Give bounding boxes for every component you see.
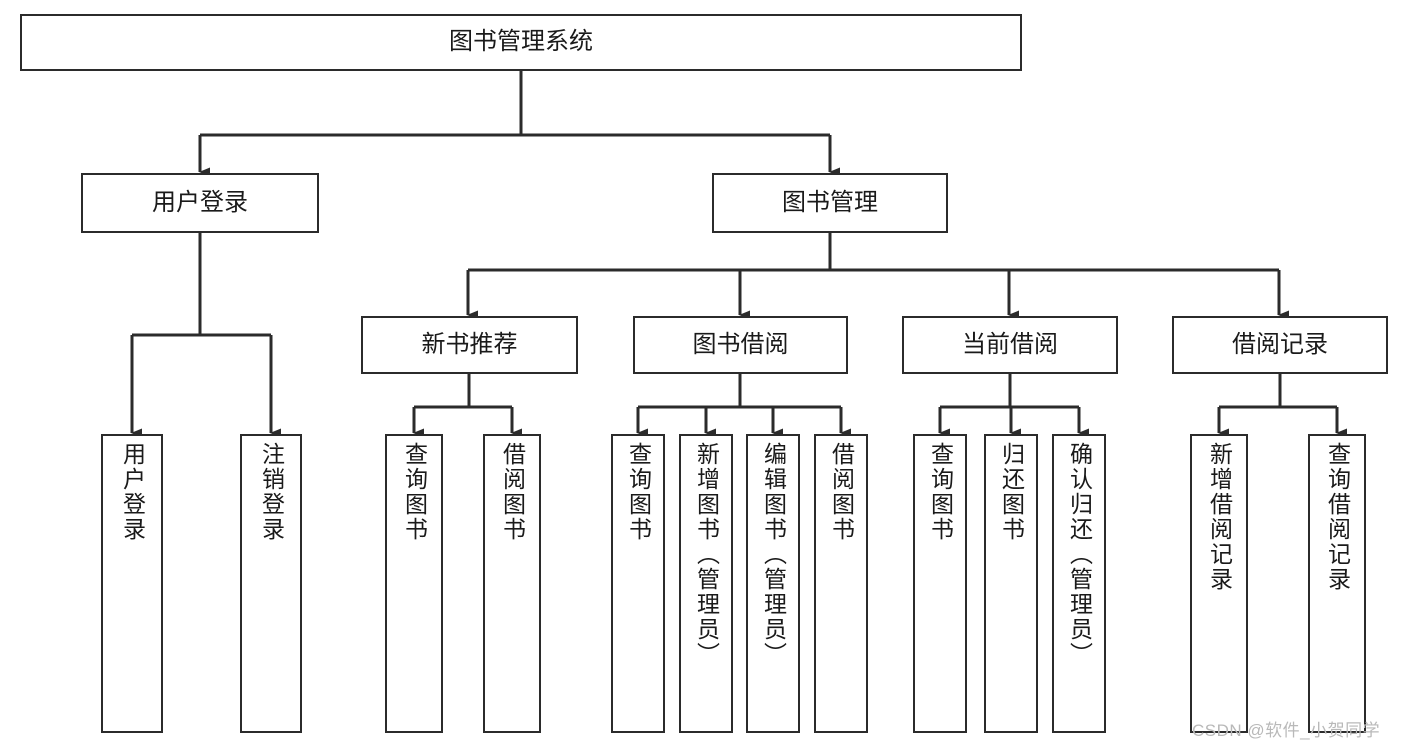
node-l-addb[interactable]: 新增图书（管理员） (679, 434, 733, 733)
node-label-l-confret: 确认归还（管理员） (1066, 442, 1093, 667)
node-l-bb1[interactable]: 借阅图书 (483, 434, 541, 733)
node-label-login: 用户登录 (152, 188, 248, 216)
node-l-qb3[interactable]: 查询图书 (913, 434, 967, 733)
node-l-qb2[interactable]: 查询图书 (611, 434, 665, 733)
node-l-bb2[interactable]: 借阅图书 (814, 434, 868, 733)
node-l-retb[interactable]: 归还图书 (984, 434, 1038, 733)
node-root[interactable]: 图书管理系统 (20, 14, 1022, 71)
node-label-l-bb1: 借阅图书 (499, 442, 526, 542)
node-label-l-qrec: 查询借阅记录 (1324, 442, 1351, 592)
node-label-bookmgmt: 图书管理 (782, 188, 878, 216)
node-login[interactable]: 用户登录 (81, 173, 319, 233)
node-current[interactable]: 当前借阅 (902, 316, 1118, 374)
node-label-l-qb3: 查询图书 (927, 442, 954, 542)
node-label-current: 当前借阅 (962, 330, 1058, 358)
watermark-text: CSDN @软件_小贺同学 (1192, 721, 1381, 740)
node-records[interactable]: 借阅记录 (1172, 316, 1388, 374)
node-label-l-qb2: 查询图书 (625, 442, 652, 542)
node-l-confret[interactable]: 确认归还（管理员） (1052, 434, 1106, 733)
node-l-login[interactable]: 用户登录 (101, 434, 163, 733)
node-l-qb1[interactable]: 查询图书 (385, 434, 443, 733)
node-label-l-retb: 归还图书 (998, 442, 1025, 542)
node-l-editb[interactable]: 编辑图书（管理员） (746, 434, 800, 733)
node-l-logout[interactable]: 注销登录 (240, 434, 302, 733)
node-label-l-bb2: 借阅图书 (828, 442, 855, 542)
node-bookmgmt[interactable]: 图书管理 (712, 173, 948, 233)
node-label-records: 借阅记录 (1232, 330, 1328, 358)
node-label-l-editb: 编辑图书（管理员） (760, 442, 787, 667)
node-label-l-logout: 注销登录 (258, 442, 285, 542)
node-borrow[interactable]: 图书借阅 (633, 316, 848, 374)
node-label-l-qb1: 查询图书 (401, 442, 428, 542)
node-label-root: 图书管理系统 (449, 28, 593, 56)
node-label-newbook: 新书推荐 (421, 330, 518, 358)
node-l-qrec[interactable]: 查询借阅记录 (1308, 434, 1366, 733)
node-newbook[interactable]: 新书推荐 (361, 316, 578, 374)
node-l-addrec[interactable]: 新增借阅记录 (1190, 434, 1248, 733)
connectors-group (130, 71, 1347, 438)
node-label-borrow: 图书借阅 (692, 330, 789, 358)
node-label-l-login: 用户登录 (119, 442, 146, 542)
node-label-l-addb: 新增图书（管理员） (693, 442, 720, 667)
node-label-l-addrec: 新增借阅记录 (1206, 442, 1233, 592)
